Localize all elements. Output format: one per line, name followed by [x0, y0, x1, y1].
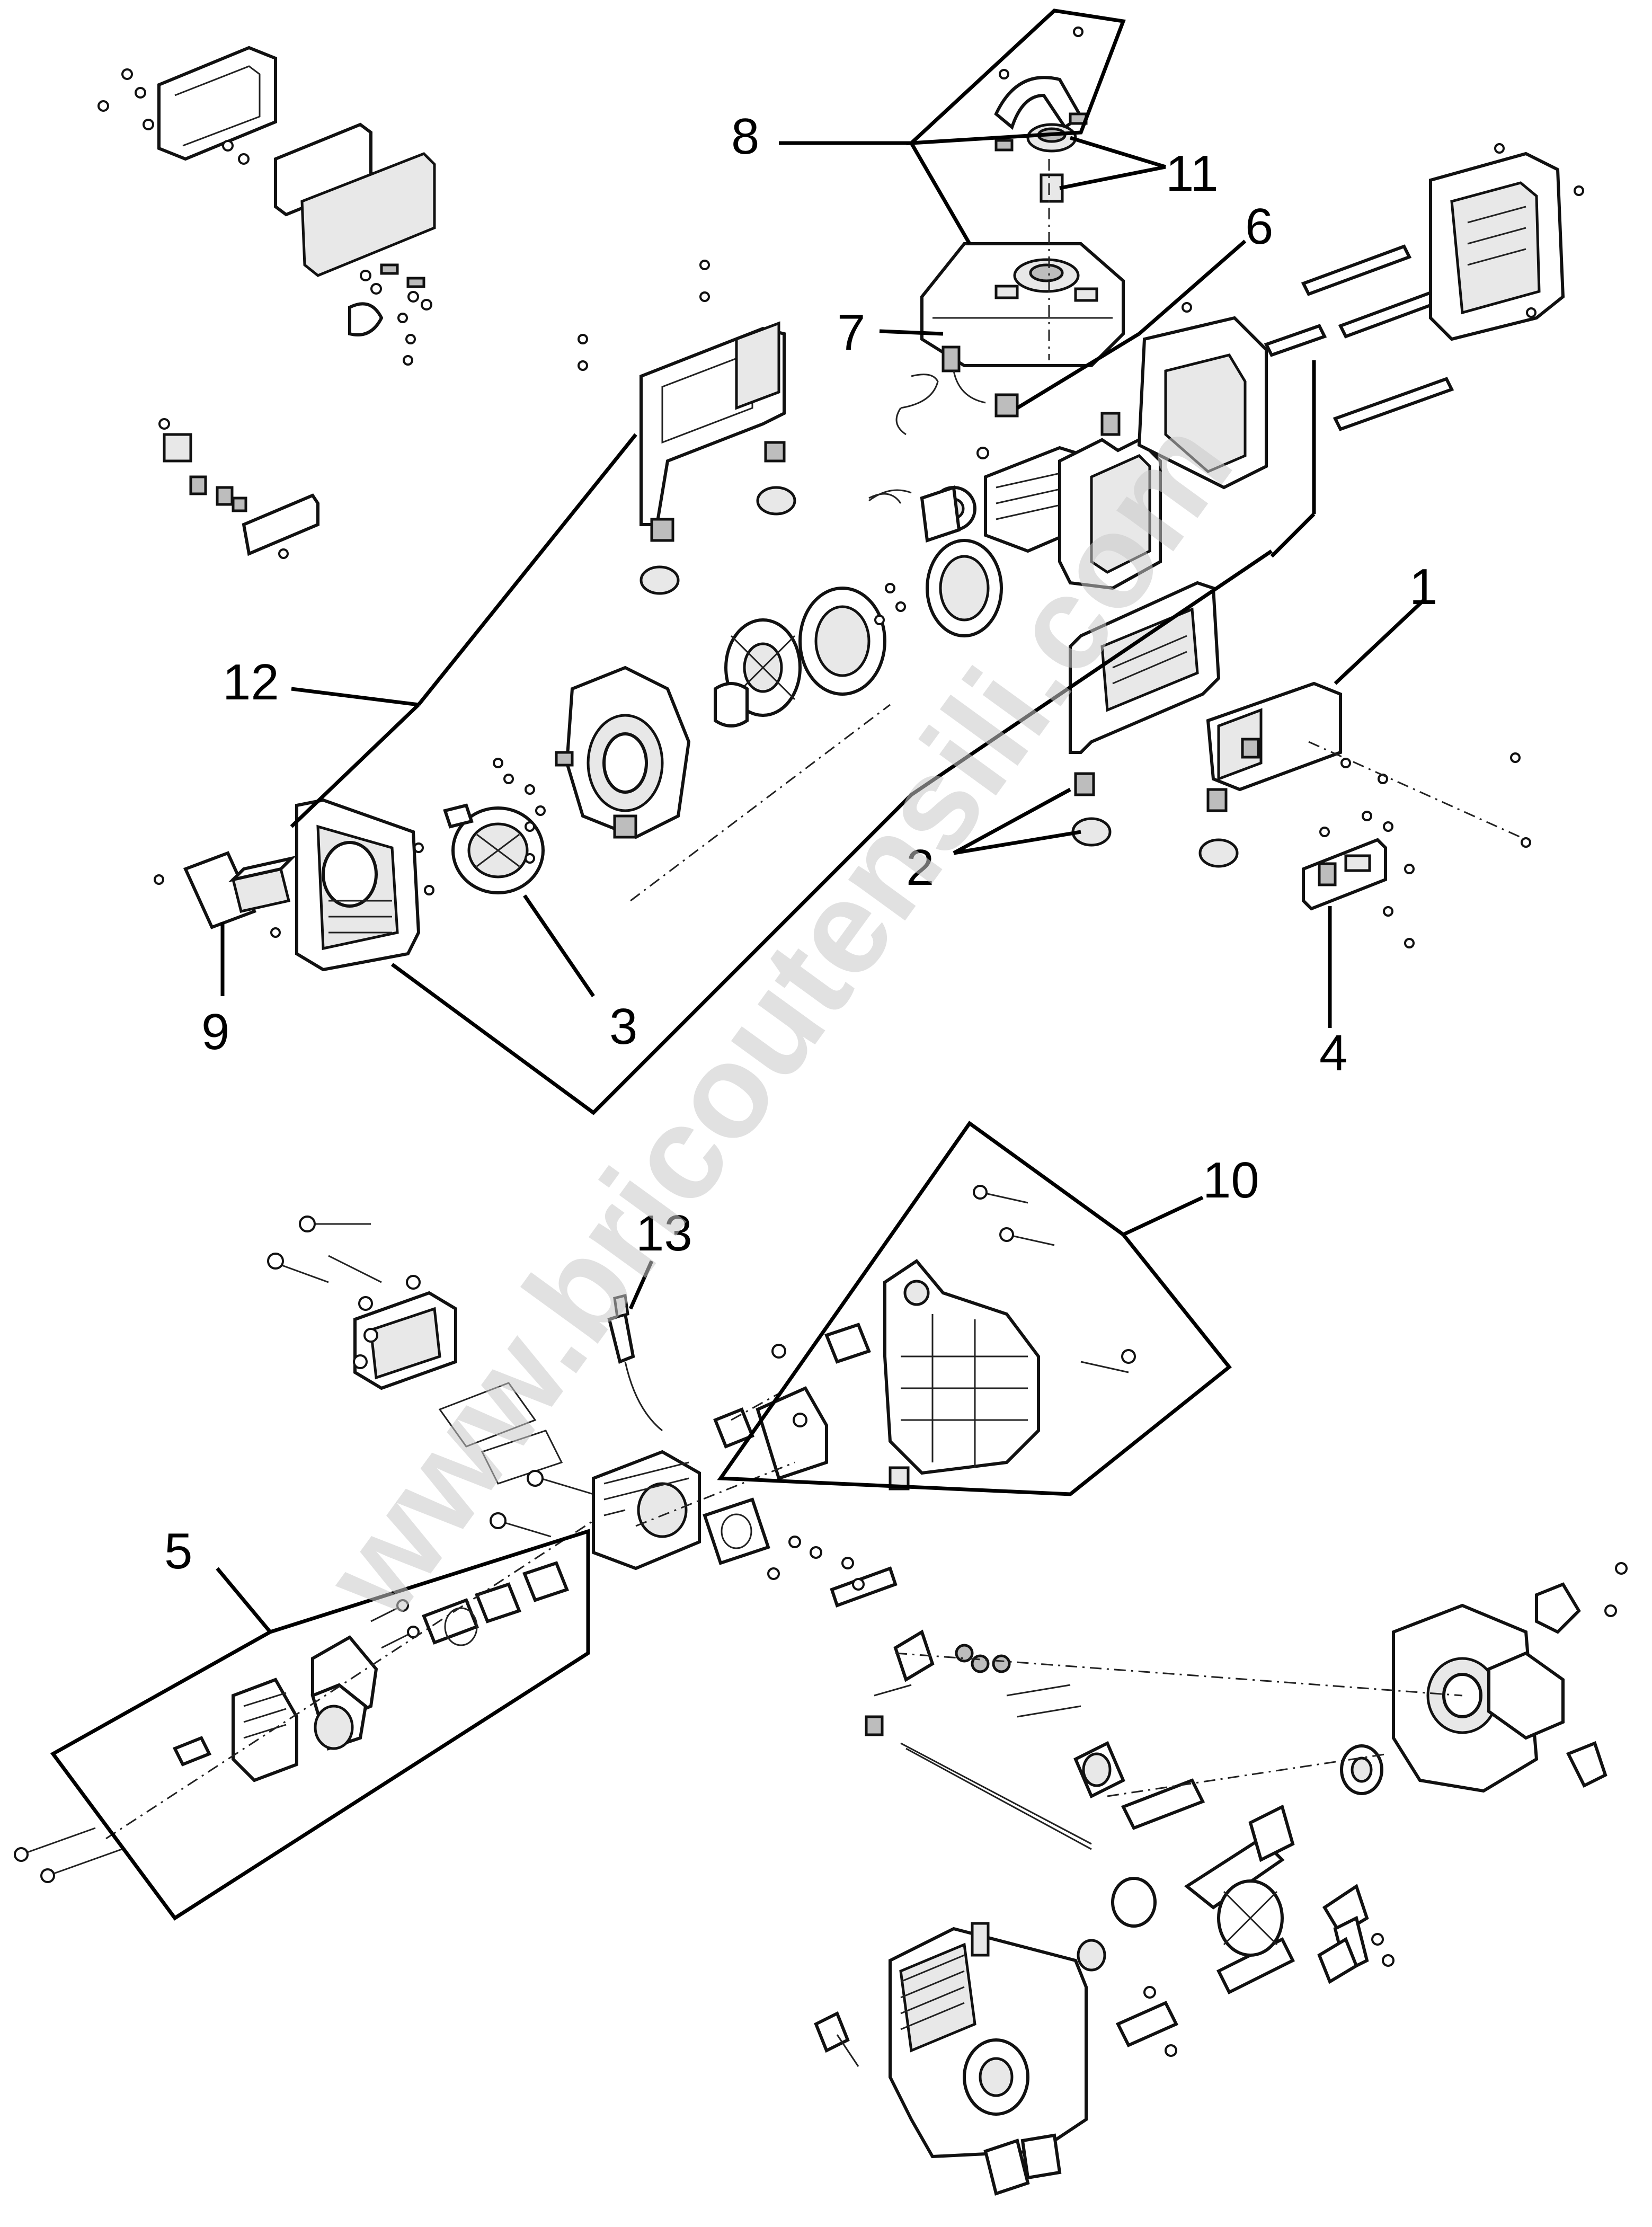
- fuel-valve: [868, 345, 1019, 502]
- callout-10: 10: [1203, 1152, 1259, 1209]
- crankcase-cover: [1392, 1562, 1628, 1793]
- crankcase: [889, 1922, 1088, 2196]
- callout-7: 7: [837, 304, 865, 361]
- fuel-tank: [920, 242, 1125, 367]
- engine-shroud: [1100, 302, 1268, 490]
- assembly-axis-lines: [105, 159, 1521, 1840]
- carburetor-assembly: [14, 1561, 569, 1883]
- head-bolts: [267, 1215, 594, 1538]
- engine-block-upper: [868, 438, 1162, 590]
- control-module: [1206, 681, 1531, 848]
- head-gasket: [703, 1497, 770, 1565]
- cylinder-head: [592, 1450, 701, 1571]
- right-rear-panel: [1429, 143, 1584, 341]
- callout-11: 11: [1166, 145, 1219, 202]
- callout-numbers: 8 11 6 7 12 1 2 3 4 9 10 13 5: [164, 108, 1437, 1580]
- callout-3: 3: [609, 998, 637, 1055]
- callout-4: 4: [1319, 1025, 1347, 1081]
- valve-train: [767, 1536, 1092, 1850]
- callout-9: 9: [201, 1004, 229, 1060]
- outlet-panel: [1302, 827, 1415, 948]
- breather-parts: [814, 1933, 1395, 2067]
- small-switch-box: [158, 418, 319, 559]
- stator-rotor-assembly: [714, 539, 1003, 727]
- callout-13: 13: [636, 1205, 692, 1262]
- left-side-panel: [578, 260, 796, 595]
- front-frame-left: [154, 798, 421, 972]
- crankshaft-assembly: [1073, 1741, 1383, 1995]
- front-frame-right: [1069, 581, 1239, 868]
- spark-plug: [607, 1293, 663, 1432]
- top-left-panel-assembly: [97, 46, 436, 366]
- callout-1: 1: [1409, 558, 1437, 615]
- valve-cover: [353, 1291, 563, 1485]
- recoil-starter: [413, 803, 545, 895]
- callout-5: 5: [164, 1523, 192, 1580]
- frame-rods: [1264, 244, 1454, 431]
- muffler: [883, 1185, 1136, 1490]
- fuel-cap: [1026, 123, 1077, 203]
- callout-8: 8: [731, 108, 759, 165]
- air-filter: [183, 851, 297, 929]
- leader-lines: [50, 8, 1427, 1921]
- callout-2: 2: [906, 839, 934, 896]
- fan-cover: [493, 666, 691, 839]
- callout-6: 6: [1245, 198, 1273, 255]
- callout-12: 12: [223, 654, 279, 711]
- exhaust-flange: [713, 1323, 871, 1480]
